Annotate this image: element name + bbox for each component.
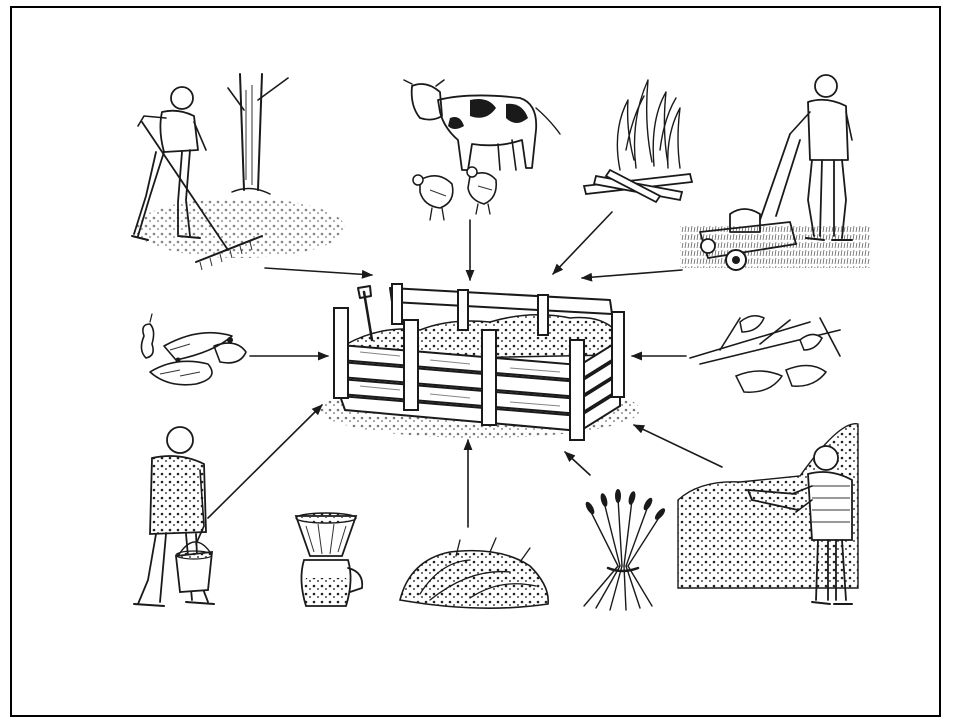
- arrow-hedge: [634, 425, 722, 467]
- arrow-leaves: [265, 268, 372, 275]
- arrow-bucket: [208, 405, 322, 518]
- compost-bin: [320, 284, 640, 440]
- arrow-ash: [553, 212, 612, 274]
- cow-and-chickens: [404, 80, 560, 220]
- arrow-grass-clippings: [582, 270, 682, 278]
- bundle-of-straw: [584, 489, 667, 610]
- boy-mowing-lawn: [680, 75, 870, 270]
- boy-trimming-hedge: [678, 424, 858, 604]
- fruit-and-vegetable-scraps: [141, 314, 246, 385]
- pruned-branches: [690, 316, 840, 392]
- pile-of-weeds: [400, 538, 548, 608]
- arrow-straw: [565, 452, 590, 475]
- person-carrying-bucket: [134, 427, 214, 606]
- man-raking-leaves: [132, 74, 345, 270]
- coffee-filter-and-pot: [296, 513, 362, 606]
- burning-twigs: [584, 80, 692, 202]
